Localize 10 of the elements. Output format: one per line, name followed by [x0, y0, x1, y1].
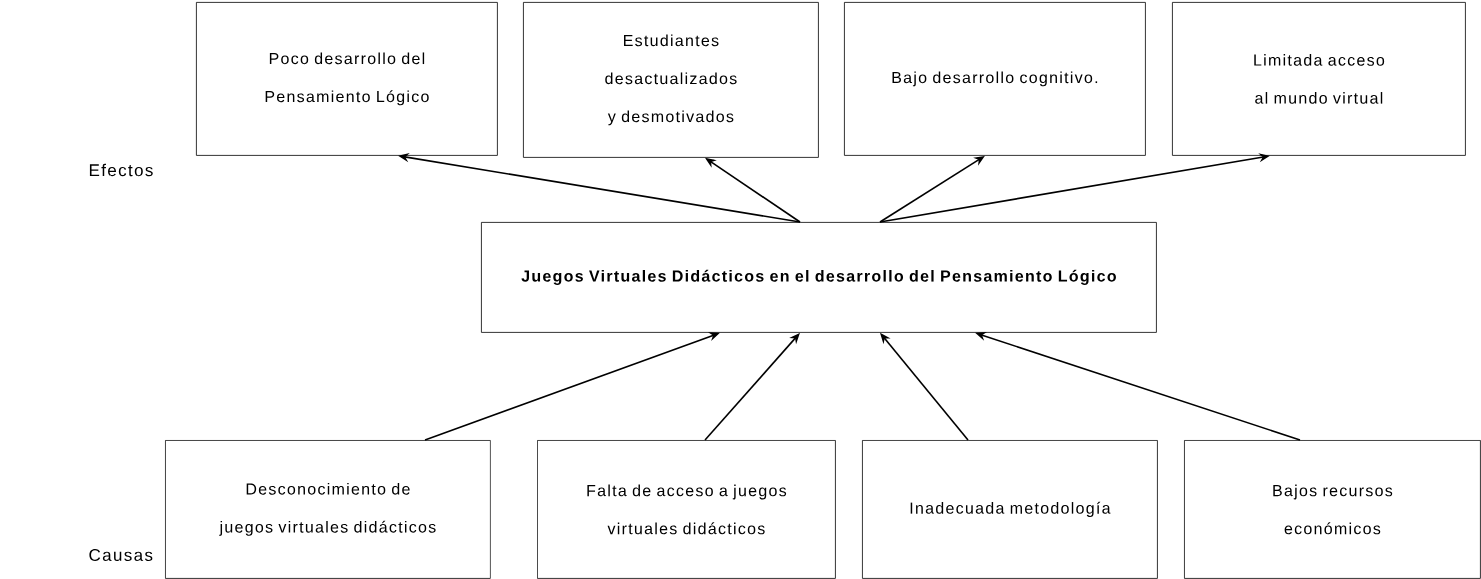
text-box: Bajo desarrollo cognitivo.	[844, 2, 1146, 156]
text-box: Inadecuada metodología	[862, 440, 1158, 579]
text-box: Falta de acceso a juegos virtuales didácticos	[537, 440, 836, 579]
section-label: Efectos	[89, 163, 153, 177]
topic-box: Juegos Virtuales Didácticos en el desarrollo del Pensamiento Lógico	[481, 222, 1157, 333]
text-box: Desconocimiento de juegos virtuales didácticos	[165, 440, 491, 579]
text-box: Bajos recursos económicos	[1184, 440, 1481, 579]
text-box: Estudiantes desactualizados y desmotivados	[523, 2, 819, 158]
text-box: Limitada acceso al mundo virtual	[1172, 2, 1466, 156]
text-box: Poco desarrollo del Pensamiento Lógico	[196, 2, 498, 156]
